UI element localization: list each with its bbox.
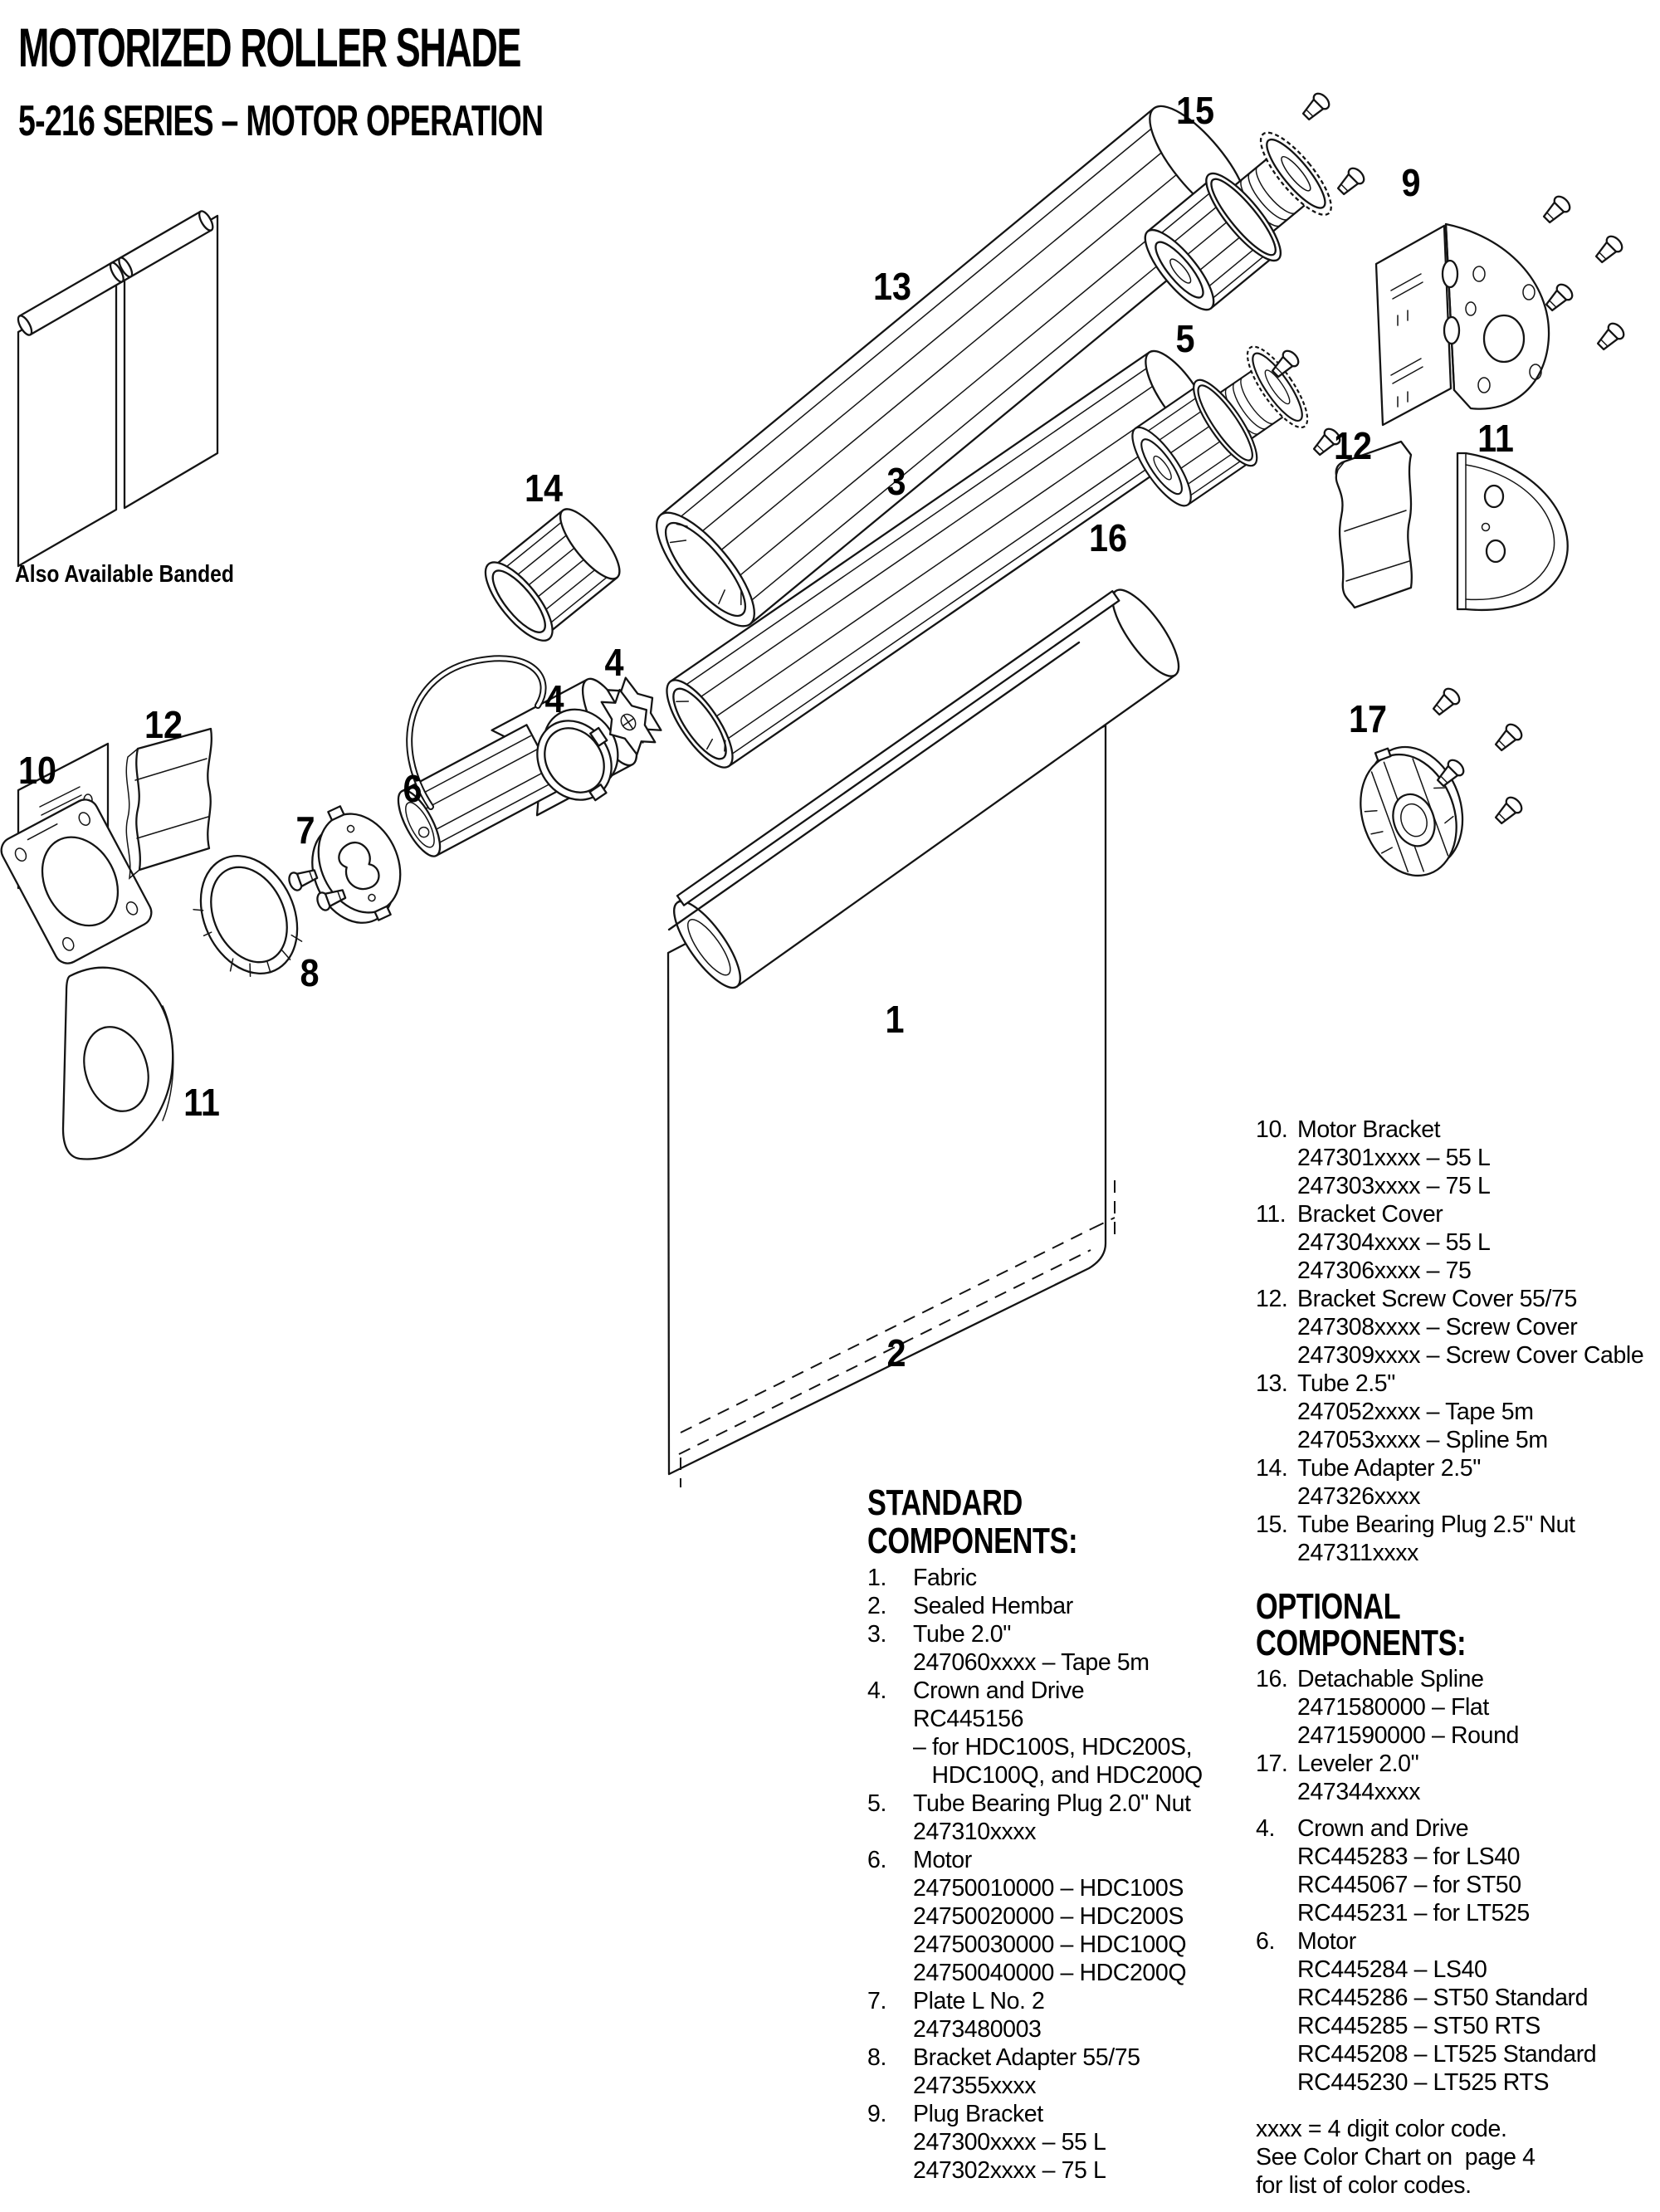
callout-13: 13 [872, 265, 912, 308]
standard-heading-line2: COMPONENTS: [867, 1521, 1078, 1561]
parts-list-item: 2.Sealed Hembar [867, 1593, 1073, 1619]
footnote-line-3: for list of color codes. [1256, 2172, 1472, 2199]
plug-bracket-drawing [1374, 193, 1628, 427]
plate-l-drawing [286, 805, 402, 924]
footnote-line-1: xxxx = 4 digit color code. [1256, 2116, 1507, 2142]
banded-note: Also Available Banded [15, 561, 234, 588]
callout-15: 15 [1175, 89, 1215, 132]
standard-heading-line1: STANDARD [867, 1482, 1023, 1523]
tube-adapter-drawing [484, 508, 621, 642]
page-subtitle: 5-216 SERIES – MOTOR OPERATION [18, 97, 544, 145]
standard-components-heading: STANDARD COMPONENTS: [867, 1484, 1145, 1560]
fabric-roll-drawing [673, 588, 1180, 989]
callout-12-left: 12 [144, 703, 183, 746]
color-code-footnote: xxxx = 4 digit color code. See Color Cha… [1256, 2115, 1646, 2200]
optional-components-heading: OPTIONAL COMPONENTS: [1256, 1589, 1560, 1662]
callout-11-right: 11 [1477, 417, 1514, 460]
callout-2: 2 [886, 1331, 906, 1375]
crown-ring-drawing [536, 708, 619, 802]
callout-5: 5 [1175, 317, 1195, 360]
callout-4-ring: 4 [544, 677, 564, 720]
parts-list-item: 3.Tube 2.0"247060xxxx – Tape 5m [867, 1621, 1150, 1676]
bracket-adapter-drawing [193, 855, 303, 978]
parts-list-item: 1.Fabric [867, 1565, 977, 1591]
callout-1: 1 [885, 998, 905, 1041]
optional-heading-line1: OPTIONAL [1256, 1586, 1401, 1627]
tube-2in-drawing [666, 349, 1213, 769]
callout-7: 7 [295, 808, 315, 852]
bracket-cover-right-drawing [1456, 452, 1569, 612]
callout-3: 3 [886, 460, 906, 503]
parts-list-item: 17.Leveler 2.0"247344xxxx [1256, 1751, 1421, 1805]
motor-bracket-drawing [0, 742, 153, 964]
parts-list-item: 14.Tube Adapter 2.5"247326xxxx [1256, 1455, 1481, 1510]
banded-shade-drawing [17, 210, 219, 568]
optional-heading-line2: COMPONENTS: [1256, 1623, 1467, 1663]
page-title: MOTORIZED ROLLER SHADE [18, 17, 521, 78]
bracket-screw-cover-right-drawing [1335, 440, 1413, 609]
detachable-spline-drawing [667, 590, 1120, 931]
header: MOTORIZED ROLLER SHADE 5-216 SERIES – MO… [18, 17, 757, 144]
callout-9: 9 [1401, 161, 1421, 204]
callout-8: 8 [300, 951, 320, 994]
callout-10: 10 [17, 749, 57, 792]
callout-14: 14 [524, 466, 564, 510]
leveler-drawing [1360, 685, 1526, 877]
callout-16: 16 [1088, 516, 1128, 559]
bracket-screw-cover-left-drawing [125, 727, 212, 880]
callout-11-left: 11 [183, 1081, 220, 1124]
callout-6: 6 [403, 767, 422, 810]
drive-gear-drawing [600, 676, 662, 756]
callout-4-gear: 4 [604, 641, 624, 684]
callout-12-right: 12 [1333, 424, 1373, 467]
callout-17: 17 [1348, 697, 1388, 740]
bracket-cover-left-drawing [61, 966, 174, 1160]
footnote-line-2: See Color Chart on page 4 [1256, 2144, 1536, 2170]
